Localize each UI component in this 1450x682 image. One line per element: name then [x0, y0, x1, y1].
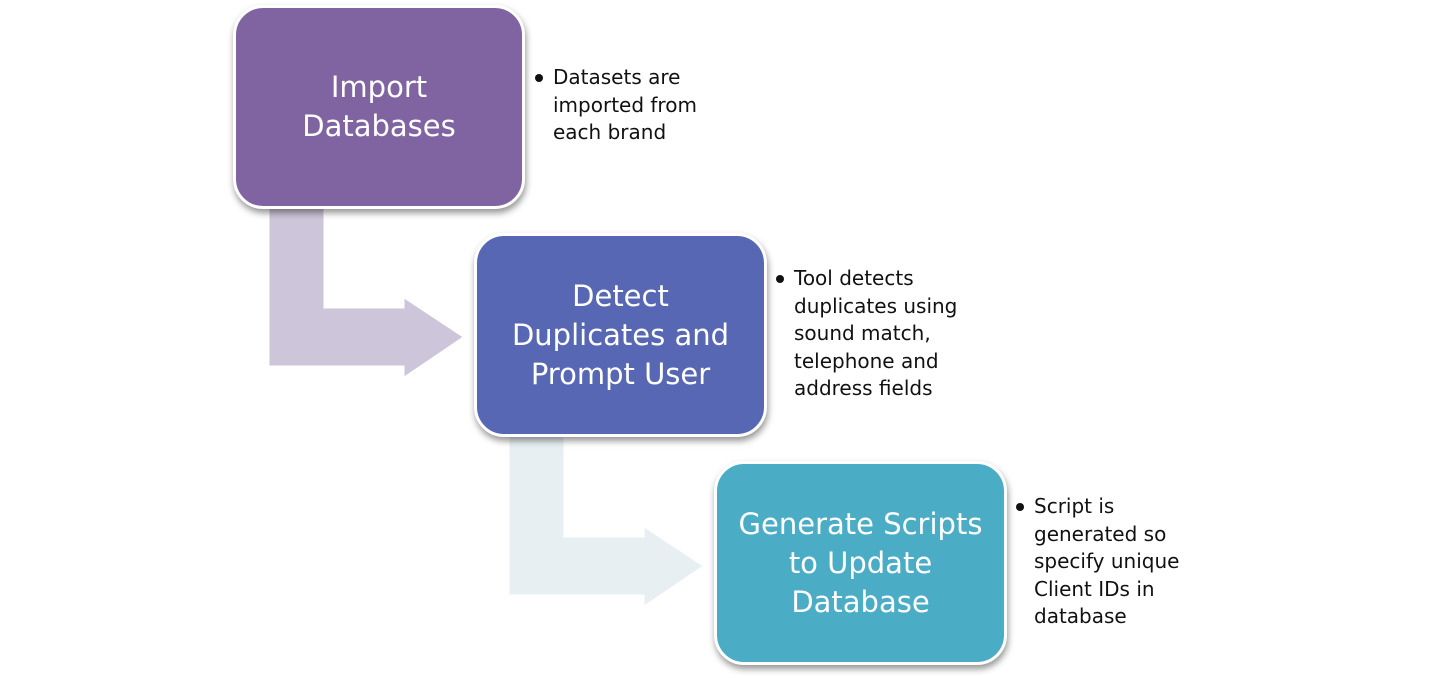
bullet-dot-icon: [1016, 503, 1024, 511]
step-1-description: Datasets are imported from each brand: [535, 64, 697, 147]
step-2-title-line-3: Prompt User: [530, 356, 711, 391]
bent-arrow-2: [506, 432, 708, 611]
bullet-text-line: each brand: [553, 120, 667, 144]
step-import-databases: Import Databases: [233, 5, 525, 209]
step-2-title-line-2: Duplicates and: [511, 317, 730, 352]
step-3-description: Script is generated so specify unique Cl…: [1016, 493, 1179, 631]
bullet-item: Script is generated so specify unique Cl…: [1016, 493, 1179, 631]
bullet-text-line: Datasets are: [553, 65, 681, 89]
bullet-text-line: sound match,: [794, 321, 931, 345]
bullet-text-line: Tool detects: [794, 266, 914, 290]
bullet-text-line: specify unique: [1034, 549, 1180, 573]
bullet-text-line: Script is: [1034, 494, 1115, 518]
bullet-dot-icon: [776, 275, 784, 283]
bullet-text-line: Client IDs in: [1034, 576, 1155, 601]
step-3-title-line-3: Database: [791, 584, 930, 619]
step-3-title-line-2: to Update: [788, 545, 933, 580]
step-1-title-line-1: Import: [330, 70, 428, 104]
bullet-text-line: generated so: [1034, 521, 1167, 546]
step-2-description: Tool detects duplicates using sound matc…: [776, 265, 957, 403]
bullet-text-line: address fields: [794, 376, 933, 400]
step-detect-duplicates: Detect Duplicates and Prompt User: [474, 233, 767, 437]
bullet-item: Tool detects duplicates using sound matc…: [776, 265, 957, 403]
bent-arrow-1: [266, 203, 468, 382]
bullet-text-line: imported from: [553, 92, 697, 117]
bullet-item: Datasets are imported from each brand: [535, 64, 697, 147]
bullet-text-line: telephone and: [794, 348, 939, 373]
step-1-title-line-2: Databases: [302, 109, 456, 143]
step-3-title-line-1: Generate Scripts: [738, 506, 983, 541]
step-2-title-line-1: Detect: [572, 278, 669, 313]
bullet-dot-icon: [535, 74, 543, 82]
bullet-text-line: database: [1034, 604, 1127, 628]
bullet-text-line: duplicates using: [794, 293, 958, 318]
step-generate-scripts: Generate Scripts to Update Database: [714, 461, 1007, 665]
